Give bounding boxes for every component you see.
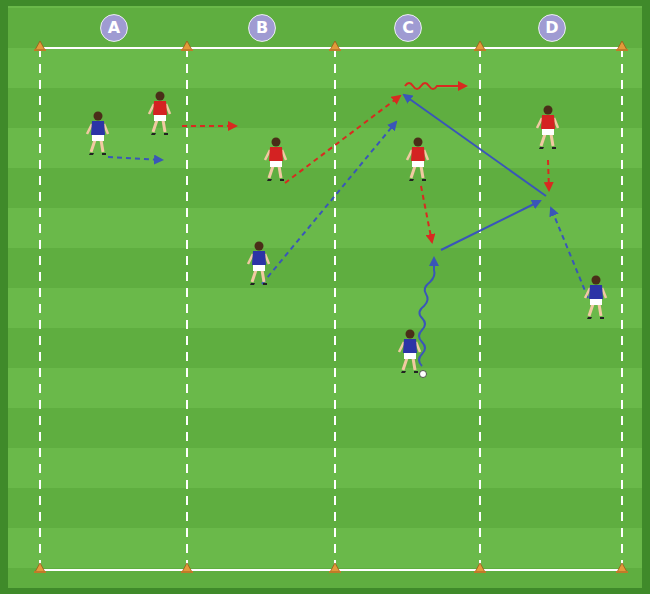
zone-letter: B [256, 20, 268, 36]
zone-letter: D [545, 20, 558, 36]
zone-circle: C [394, 14, 422, 42]
zone-letter: C [402, 20, 414, 36]
zone-circle: B [248, 14, 276, 42]
zone-circle: D [538, 14, 566, 42]
zone-circle: A [100, 14, 128, 42]
zone-letter: A [108, 20, 120, 36]
